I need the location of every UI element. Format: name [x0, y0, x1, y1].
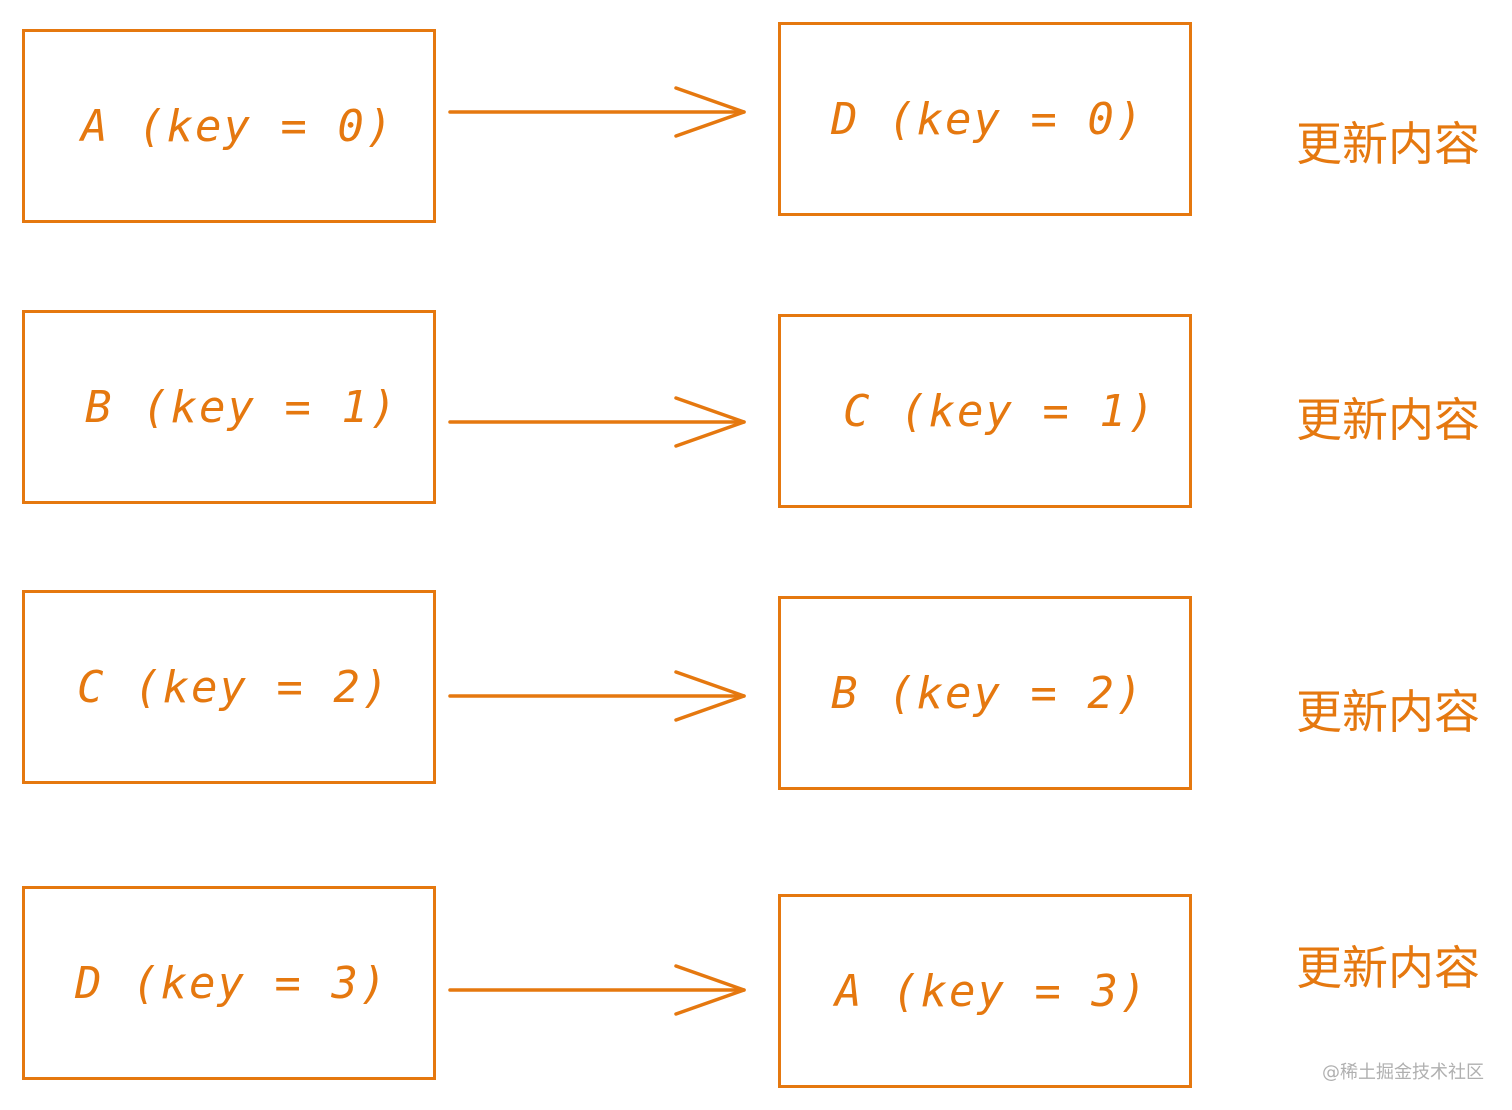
old-node-box: D (key = 3)	[22, 886, 436, 1080]
new-node-label: D (key = 0)	[831, 93, 1145, 145]
new-node-box: A (key = 3)	[778, 894, 1192, 1088]
update-note: 更新内容	[1296, 393, 1480, 447]
update-note: 更新内容	[1296, 941, 1480, 995]
old-node-box: A (key = 0)	[22, 29, 436, 223]
arrow-right-icon	[448, 670, 746, 722]
old-node-box: C (key = 2)	[22, 590, 436, 784]
new-node-label: A (key = 3)	[835, 965, 1149, 1017]
watermark: @稀土掘金技术社区	[1322, 1062, 1484, 1083]
old-node-label: B (key = 1)	[85, 381, 399, 433]
update-note: 更新内容	[1296, 685, 1480, 739]
arrow-right-icon	[448, 86, 746, 138]
new-node-box: D (key = 0)	[778, 22, 1192, 216]
old-node-label: A (key = 0)	[81, 100, 395, 152]
old-node-box: B (key = 1)	[22, 310, 436, 504]
new-node-label: B (key = 2)	[831, 667, 1145, 719]
new-node-box: C (key = 1)	[778, 314, 1192, 508]
old-node-label: C (key = 2)	[77, 661, 391, 713]
new-node-box: B (key = 2)	[778, 596, 1192, 790]
arrow-right-icon	[448, 396, 746, 448]
old-node-label: D (key = 3)	[75, 957, 389, 1009]
new-node-label: C (key = 1)	[843, 385, 1157, 437]
update-note: 更新内容	[1296, 117, 1480, 171]
arrow-right-icon	[448, 964, 746, 1016]
